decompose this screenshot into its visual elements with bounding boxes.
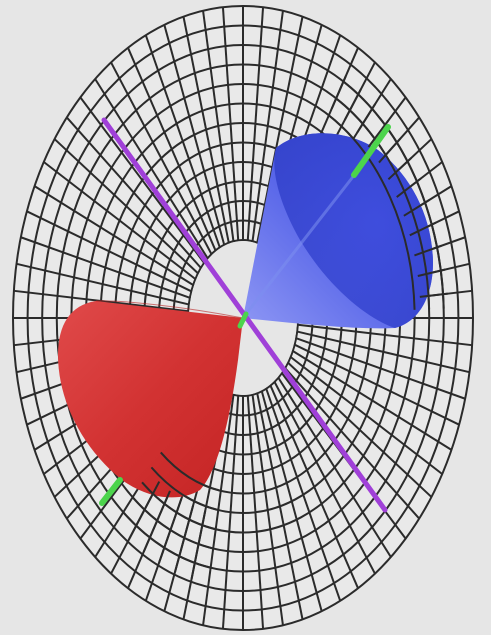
polar-grid-scene bbox=[0, 0, 491, 635]
3d-viewport[interactable] bbox=[0, 0, 491, 635]
